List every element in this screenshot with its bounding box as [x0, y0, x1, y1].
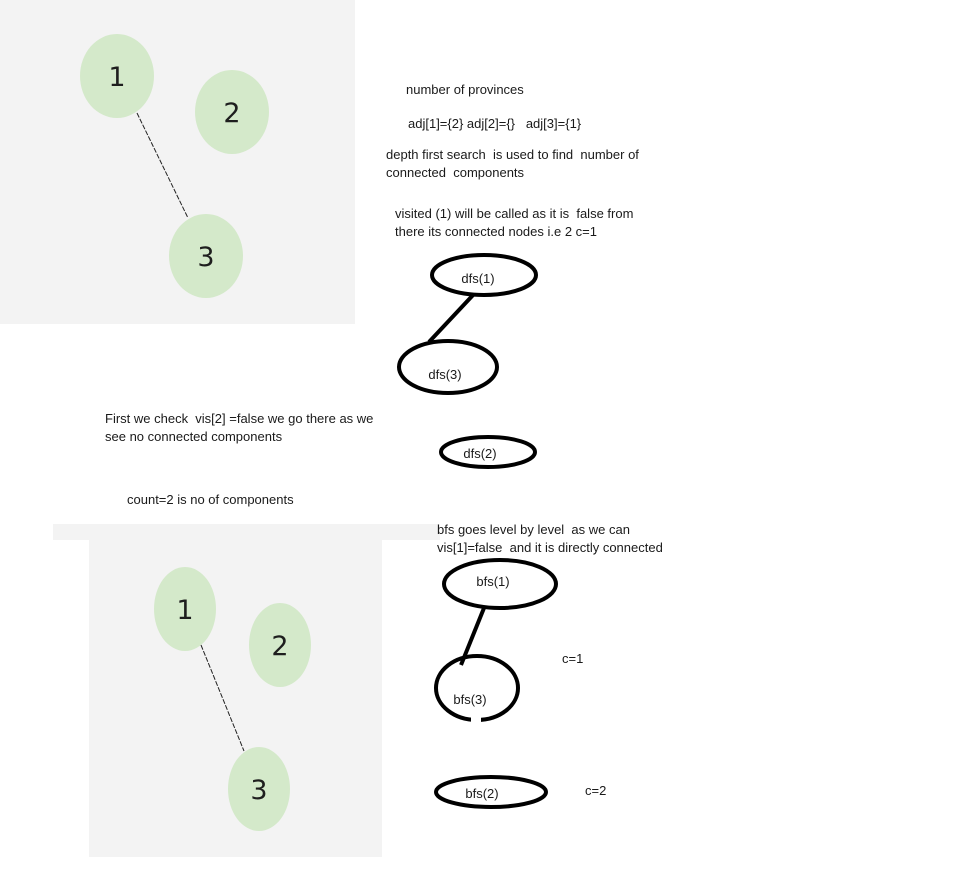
dfs-tree-edge: [427, 292, 476, 344]
bottom-graph-node-3: [228, 747, 290, 831]
visited-line2: there its connected nodes i.e 2 c=1: [395, 224, 597, 239]
dfs-separate-label: dfs(2): [463, 446, 496, 461]
heading-text: number of provinces: [406, 82, 524, 97]
dfs-description-line1: depth first search is used to find numbe…: [386, 147, 639, 162]
adjacency-text: adj[1]={2} adj[2]={} adj[3]={1}: [408, 116, 582, 131]
count-text: count=2 is no of components: [127, 492, 294, 507]
bfs-separate-oval: [434, 775, 548, 809]
top-graph-node-2-label: 2: [223, 98, 240, 129]
dfs-root-label: dfs(1): [461, 271, 494, 286]
bfs-description-line1: bfs goes level by level as we can: [437, 522, 630, 537]
bfs-tree: bfs(1) bfs(3) bfs(2): [434, 558, 558, 809]
bfs-root-label: bfs(1): [476, 574, 509, 589]
count-c2: c=2: [585, 783, 607, 798]
check-line1: First we check vis[2] =false we go there…: [105, 411, 374, 426]
bottom-graph-node-2: [249, 603, 311, 687]
check-line2: see no connected components: [105, 429, 283, 444]
top-graph: 1 2 3: [80, 34, 269, 298]
bottom-graph-node-3-label: 3: [250, 775, 267, 806]
top-graph-node-1: [80, 34, 154, 118]
top-graph-node-1-label: 1: [108, 62, 125, 93]
bottom-graph-node-1-label: 1: [176, 595, 193, 626]
top-graph-node-3: [169, 214, 243, 298]
top-graph-edge-1-3: [136, 112, 189, 219]
bfs-root-oval: [442, 558, 558, 610]
dfs-description-line2: connected components: [386, 165, 525, 180]
bfs-child-gap: [471, 716, 481, 724]
count-c1: c=1: [562, 651, 584, 666]
bottom-graph-edge-1-3: [200, 644, 245, 752]
bfs-child-oval: [434, 654, 520, 722]
top-graph-node-3-label: 3: [197, 242, 214, 273]
top-graph-node-2: [195, 70, 269, 154]
bfs-description-line2: vis[1]=false and it is directly connecte…: [437, 540, 663, 555]
visited-line1: visited (1) will be called as it is fals…: [395, 206, 634, 221]
dfs-root-oval: [430, 253, 538, 297]
bfs-separate-label: bfs(2): [465, 786, 498, 801]
dfs-tree: dfs(1) dfs(3) dfs(2): [397, 253, 538, 469]
bottom-graph-node-1: [154, 567, 216, 651]
dfs-child-label: dfs(3): [428, 367, 461, 382]
bottom-graph: 1 2 3: [154, 567, 311, 831]
dfs-child-oval: [397, 339, 499, 395]
dfs-separate-oval: [439, 435, 537, 469]
bottom-graph-node-2-label: 2: [271, 631, 288, 662]
bfs-child-label: bfs(3): [453, 692, 486, 707]
